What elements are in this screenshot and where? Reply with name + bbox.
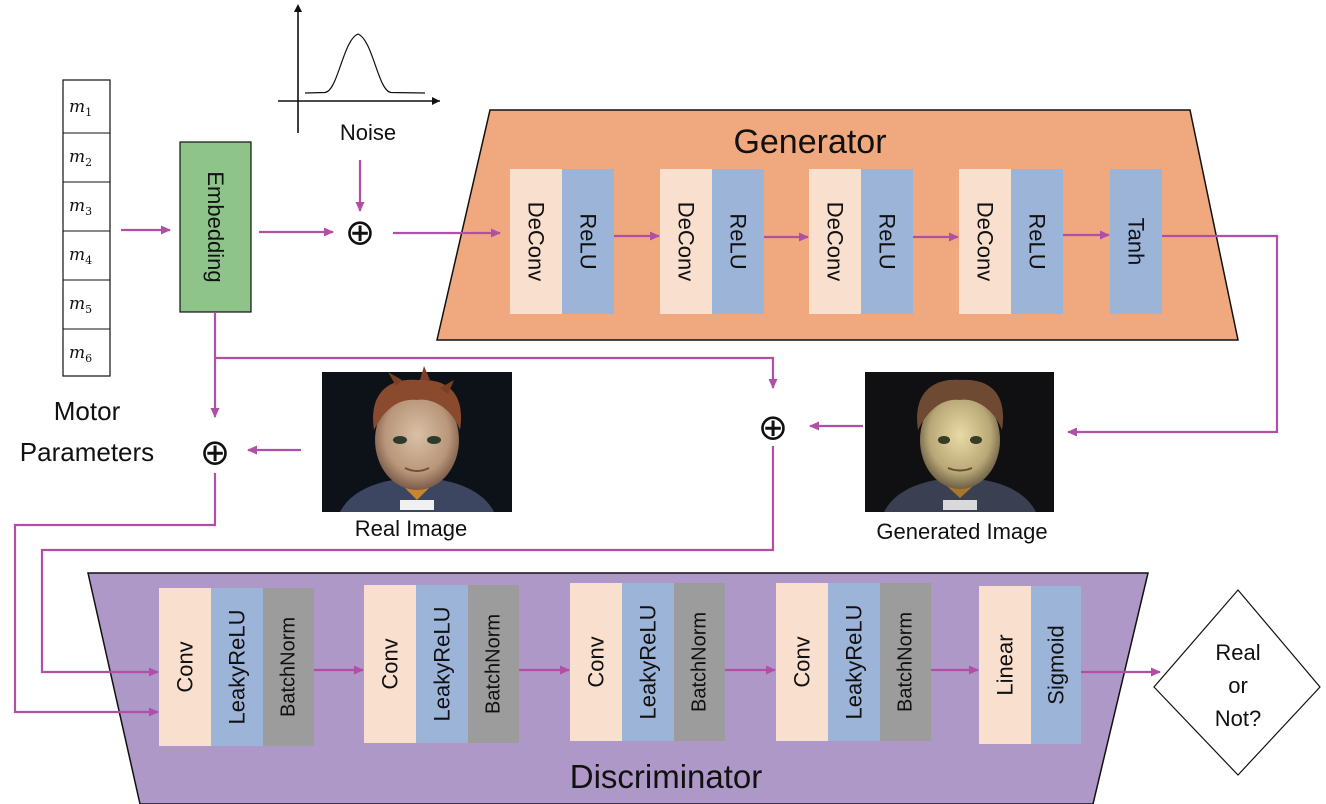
relu-activation-label: ReLU bbox=[1025, 213, 1050, 269]
conv-layer-label: Conv bbox=[173, 641, 198, 692]
relu-activation-label: ReLU bbox=[875, 213, 900, 269]
tanh-activation-label: Tanh bbox=[1124, 218, 1149, 266]
motor-param-cell: m2 bbox=[69, 147, 92, 169]
concat-symbol-generated: ⊕ bbox=[758, 407, 788, 448]
conv-layer-label: Conv bbox=[584, 636, 609, 687]
discriminator-block: Conv LeakyReLU BatchNorm bbox=[776, 583, 931, 741]
generated-image bbox=[865, 372, 1054, 512]
motor-param-cell: m3 bbox=[69, 196, 92, 218]
deconv-layer-label: DeConv bbox=[524, 202, 549, 281]
noise-distribution-icon bbox=[278, 4, 440, 133]
motor-param-cell: m6 bbox=[69, 343, 92, 365]
conv-layer-label: Conv bbox=[378, 638, 403, 689]
motor-param-cell: m1 bbox=[69, 97, 92, 119]
noise-label: Noise bbox=[340, 120, 396, 145]
leakyrelu-activation-label: LeakyReLU bbox=[430, 607, 455, 722]
motor-param-cell: m5 bbox=[69, 294, 92, 316]
batchnorm-label: BatchNorm bbox=[278, 617, 300, 717]
conv-layer-label: Conv bbox=[790, 636, 815, 687]
generator-block: DeConv ReLU bbox=[660, 169, 764, 314]
generator-block: DeConv ReLU bbox=[959, 169, 1063, 314]
deconv-layer-label: DeConv bbox=[674, 202, 699, 281]
linear-layer-label: Linear bbox=[993, 634, 1018, 695]
decision-label: Not? bbox=[1215, 706, 1261, 731]
embedding-block bbox=[179, 141, 252, 313]
motor-parameters-label: Motor bbox=[54, 396, 121, 426]
relu-activation-label: ReLU bbox=[726, 213, 751, 269]
deconv-layer-label: DeConv bbox=[973, 202, 998, 281]
generator-title: Generator bbox=[733, 123, 886, 161]
decision-label: or bbox=[1228, 673, 1248, 698]
discriminator-block: Conv LeakyReLU BatchNorm bbox=[159, 588, 314, 746]
tanh-block bbox=[1110, 169, 1162, 314]
leakyrelu-activation-label: LeakyReLU bbox=[225, 610, 250, 725]
leakyrelu-activation-label: LeakyReLU bbox=[636, 605, 661, 720]
batchnorm-label: BatchNorm bbox=[895, 612, 917, 712]
batchnorm-label: BatchNorm bbox=[689, 612, 711, 712]
concat-symbol-real: ⊕ bbox=[200, 432, 230, 473]
discriminator-head: Linear Sigmoid bbox=[979, 586, 1081, 744]
sigmoid-activation-label: Sigmoid bbox=[1044, 625, 1069, 704]
motor-parameter-vector: m1 m2 m3 m4 m5 m6 bbox=[62, 79, 111, 377]
real-image bbox=[322, 366, 512, 512]
motor-parameters-label: Parameters bbox=[20, 437, 154, 467]
discriminator-title: Discriminator bbox=[570, 758, 763, 795]
relu-activation-label: ReLU bbox=[576, 213, 601, 269]
decision-diamond bbox=[1153, 589, 1321, 776]
embedding-label: Embedding bbox=[203, 171, 228, 282]
flow-arrows bbox=[13, 160, 1279, 717]
batchnorm-label: BatchNorm bbox=[483, 614, 505, 714]
discriminator-block: Conv LeakyReLU BatchNorm bbox=[364, 585, 519, 743]
leakyrelu-activation-label: LeakyReLU bbox=[842, 605, 867, 720]
motor-param-cell: m4 bbox=[69, 245, 92, 267]
generated-image-caption: Generated Image bbox=[876, 519, 1047, 544]
discriminator-block: Conv LeakyReLU BatchNorm bbox=[570, 583, 725, 741]
decision-label: Real bbox=[1215, 640, 1260, 665]
deconv-layer-label: DeConv bbox=[823, 202, 848, 281]
concat-symbol-noise: ⊕ bbox=[345, 212, 375, 253]
generator-block: DeConv ReLU bbox=[809, 169, 913, 314]
real-image-caption: Real Image bbox=[355, 516, 468, 541]
generator-block: DeConv ReLU bbox=[510, 169, 614, 314]
